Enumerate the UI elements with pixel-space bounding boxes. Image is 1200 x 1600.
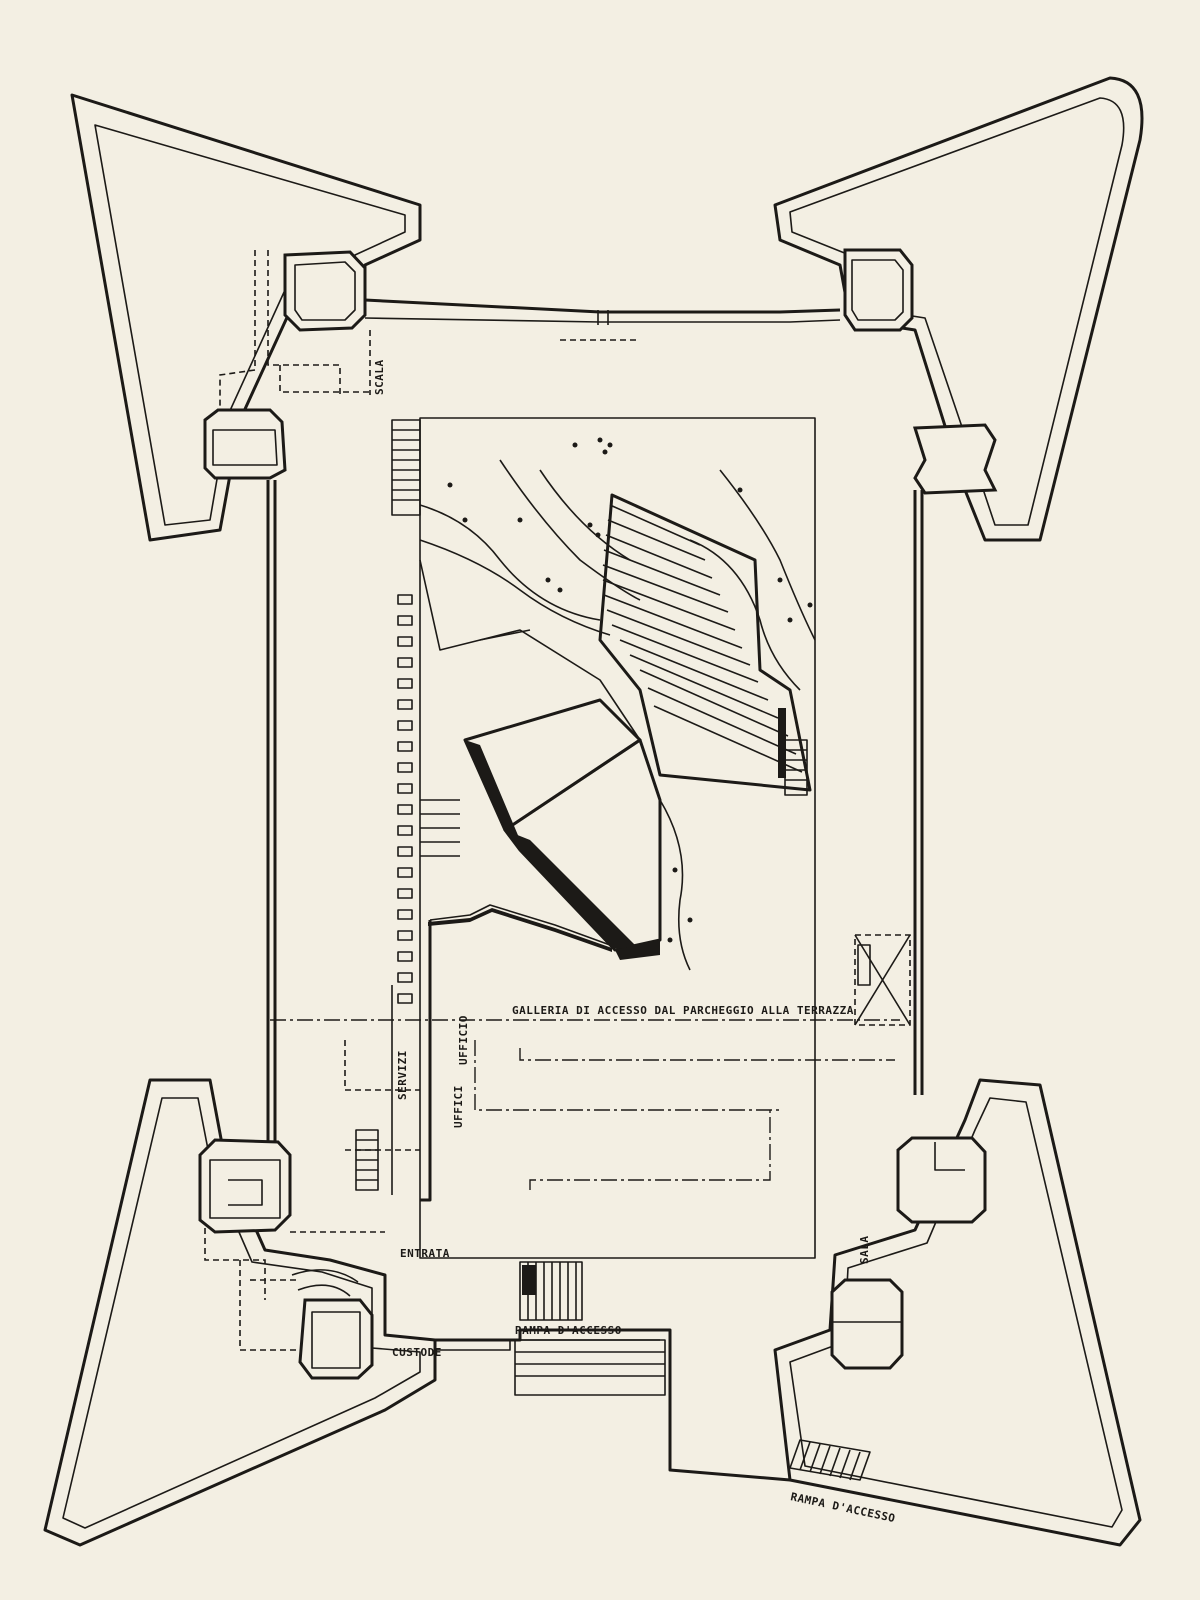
label-entrata: ENTRATA <box>400 1247 450 1260</box>
tower-south-west-custode <box>291 1269 374 1380</box>
bench-symbol <box>397 594 413 605</box>
label-galleria: GALLERIA DI ACCESSO DAL PARCHEGGIO ALLA … <box>512 1004 854 1017</box>
galleria-corridor <box>270 920 911 1202</box>
curtain-wall-east <box>913 490 924 1095</box>
label-sala: SALA <box>858 1236 871 1265</box>
rampa-central-ramp <box>514 1339 666 1396</box>
label-custode: CUSTODE <box>392 1346 442 1359</box>
bench-symbol <box>397 636 413 647</box>
bench-symbol <box>397 846 413 857</box>
bench-symbol <box>397 993 413 1004</box>
bench-symbol <box>397 678 413 689</box>
rampa-south-east-stair <box>789 1439 871 1481</box>
label-servizi: SERVIZI <box>396 1050 409 1100</box>
label-ufficio: UFFICIO <box>457 1015 470 1065</box>
bench-symbol <box>397 783 413 794</box>
bench-symbol <box>397 720 413 731</box>
label-scala: SCALA <box>373 359 386 395</box>
bench-symbol <box>397 804 413 815</box>
label-rampa-sud: RAMPA D'ACCESSO <box>789 1490 896 1525</box>
label-ufficio-2: UFFICI <box>452 1085 465 1128</box>
tower-west-lower <box>198 1138 292 1234</box>
bench-symbol <box>397 930 413 941</box>
bench-symbol <box>397 867 413 878</box>
south-stair-central <box>519 1261 583 1321</box>
bench-symbol <box>397 825 413 836</box>
bench-symbol <box>397 951 413 962</box>
central-terrace <box>391 417 816 1259</box>
curtain-wall-north <box>364 298 841 325</box>
bench-symbol <box>397 909 413 920</box>
tower-north-west <box>283 250 367 332</box>
west-promenade-benches <box>397 594 460 1004</box>
bench-symbol <box>397 657 413 668</box>
bench-symbol <box>397 741 413 752</box>
west-stair-lower <box>355 1129 379 1191</box>
tower-west-upper <box>203 408 287 480</box>
bench-symbol <box>397 762 413 773</box>
label-rampa-centrale: RAMPA D'ACCESSO <box>515 1324 622 1337</box>
dashed-service-lines <box>204 250 640 1351</box>
bench-symbol <box>397 888 413 899</box>
bench-symbol <box>397 615 413 626</box>
tower-east-lower <box>896 1136 987 1224</box>
bench-symbol <box>397 972 413 983</box>
bench-symbol <box>397 699 413 710</box>
curtain-wall-west <box>266 480 277 1150</box>
tower-east-upper <box>912 423 998 495</box>
tower-north-east <box>843 248 914 332</box>
tower-south-east <box>830 1278 904 1370</box>
